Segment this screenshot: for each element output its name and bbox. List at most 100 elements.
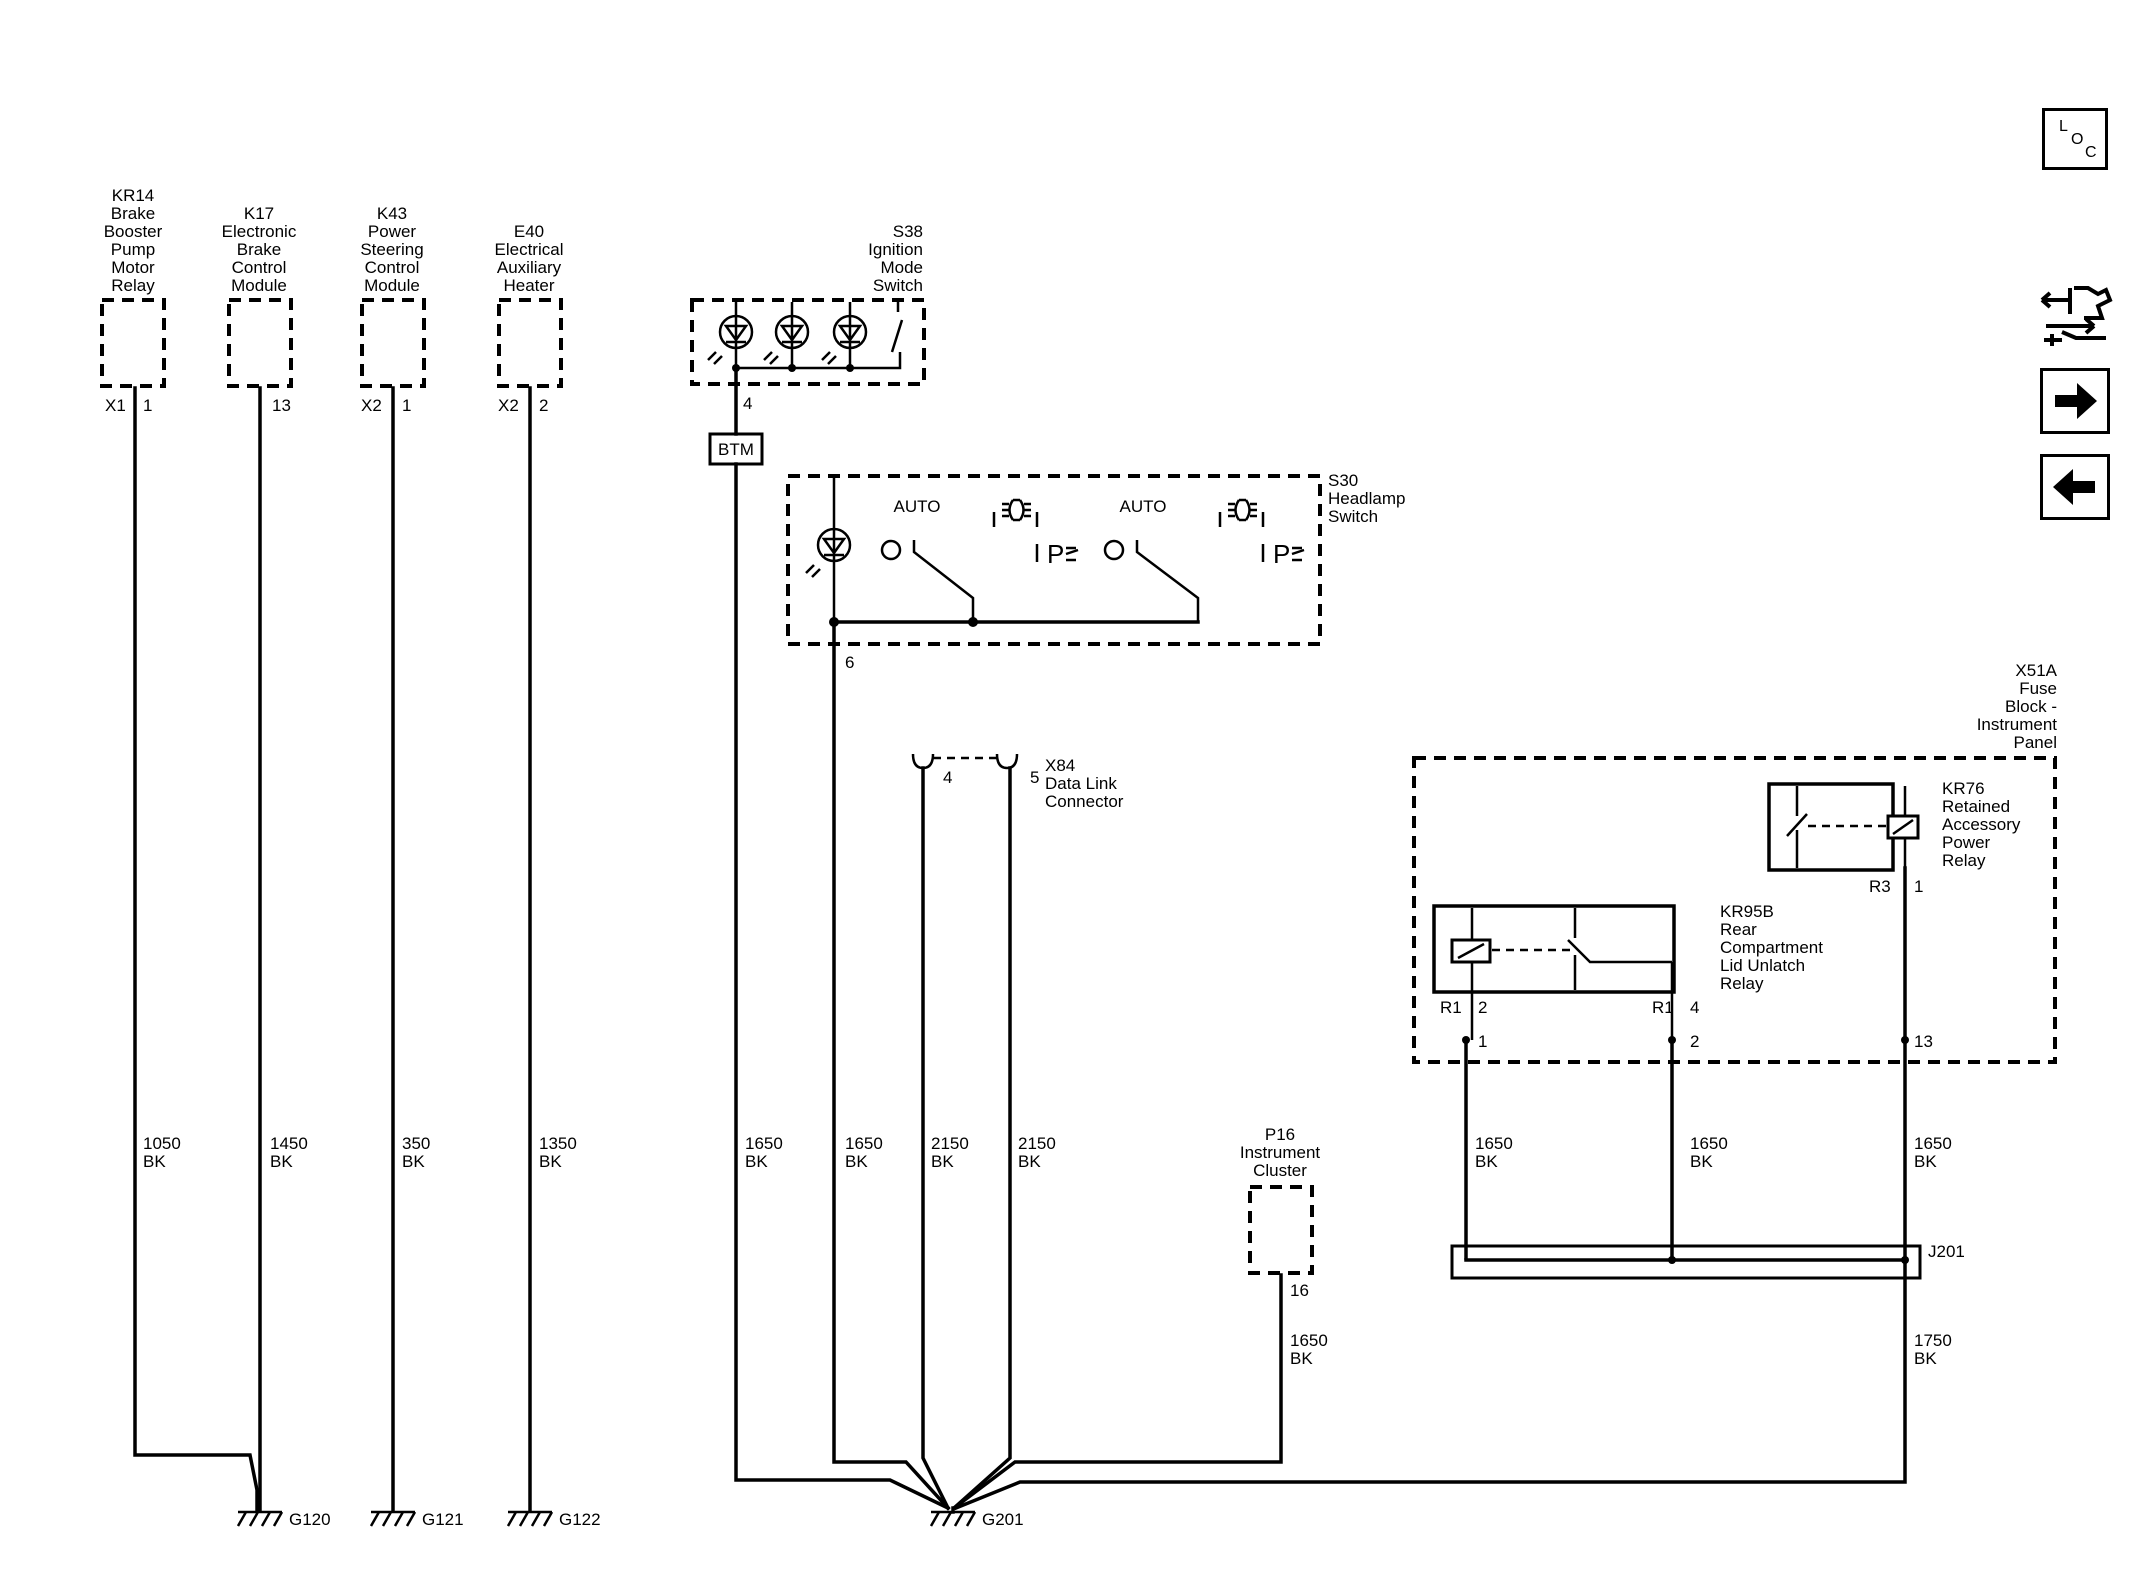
svg-text:1650: 1650 [845, 1134, 883, 1153]
svg-text:Brake: Brake [237, 240, 281, 259]
svg-text:P: P [1273, 539, 1290, 569]
svg-text:Instrument: Instrument [1977, 715, 2058, 734]
svg-text:J201: J201 [1928, 1242, 1965, 1261]
svg-text:Brake: Brake [111, 204, 155, 223]
svg-text:350: 350 [402, 1134, 430, 1153]
svg-text:BK: BK [745, 1152, 768, 1171]
wire-1650-s38 [734, 366, 951, 1511]
svg-text:X51A: X51A [2015, 661, 2057, 680]
svg-text:X84: X84 [1045, 756, 1075, 775]
ground-g122: G122 [506, 1510, 601, 1529]
svg-text:1750: 1750 [1914, 1331, 1952, 1350]
svg-text:Switch: Switch [1328, 507, 1378, 526]
svg-text:2: 2 [539, 396, 548, 415]
splice-j201: J201 [1450, 1242, 1965, 1280]
s30-indicator-led-icon [805, 527, 852, 578]
svg-text:BK: BK [1018, 1152, 1041, 1171]
relay-kr76: KR76 Retained Accessory Power Relay R3 1… [1767, 779, 2021, 1051]
next-page-button[interactable] [2040, 368, 2110, 434]
svg-text:1: 1 [1478, 1032, 1487, 1051]
service-tools-icon [2040, 286, 2113, 346]
svg-text:Fuse: Fuse [2019, 679, 2057, 698]
svg-text:2150: 2150 [1018, 1134, 1056, 1153]
switch-s30: S30 Headlamp Switch AUTO P AUTO [786, 471, 1406, 672]
svg-text:E40: E40 [514, 222, 544, 241]
svg-text:4: 4 [943, 768, 952, 787]
svg-text:AUTO: AUTO [1120, 497, 1167, 516]
svg-text:BK: BK [143, 1152, 166, 1171]
ground-g121: G121 [369, 1510, 464, 1529]
previous-page-arrow-icon [2053, 469, 2095, 505]
svg-text:Lid Unlatch: Lid Unlatch [1720, 956, 1805, 975]
module-k17: K17 Electronic Brake Control Module 13 [222, 204, 297, 415]
wire-2150-a [921, 766, 951, 1511]
svg-text:Relay: Relay [111, 276, 155, 295]
svg-text:Booster: Booster [104, 222, 163, 241]
svg-text:BK: BK [845, 1152, 868, 1171]
middle-wire-labels: 1650 BK 1650 BK 2150 BK 2150 BK [745, 1134, 1056, 1171]
svg-text:4: 4 [743, 394, 752, 413]
svg-text:R1: R1 [1652, 998, 1674, 1017]
svg-text:Data Link: Data Link [1045, 774, 1117, 793]
svg-text:Headlamp: Headlamp [1328, 489, 1406, 508]
svg-text:Control: Control [232, 258, 287, 277]
switch-s38: S38 Ignition Mode Switch 4 [690, 222, 926, 413]
svg-text:1: 1 [402, 396, 411, 415]
svg-text:S30: S30 [1328, 471, 1358, 490]
svg-text:1450: 1450 [270, 1134, 308, 1153]
svg-text:16: 16 [1290, 1281, 1309, 1300]
svg-text:BK: BK [1914, 1152, 1937, 1171]
svg-text:6: 6 [845, 653, 854, 672]
relay-kr95b: KR95B Rear Compartment Lid Unlatch Relay… [1432, 902, 1823, 1051]
svg-text:Retained: Retained [1942, 797, 2010, 816]
svg-text:Accessory: Accessory [1942, 815, 2021, 834]
kr14-box [100, 298, 166, 388]
svg-text:Panel: Panel [2014, 733, 2057, 752]
fuse-block-x51a: X51A Fuse Block - Instrument Panel [1412, 661, 2058, 1064]
wire-2150-b [951, 766, 1012, 1511]
svg-text:Electronic: Electronic [222, 222, 297, 241]
e40-box [497, 298, 563, 388]
btm-splice: BTM [708, 432, 764, 466]
svg-text:Instrument: Instrument [1240, 1143, 1321, 1162]
svg-text:G122: G122 [559, 1510, 601, 1529]
svg-text:BK: BK [1690, 1152, 1713, 1171]
svg-text:Compartment: Compartment [1720, 938, 1823, 957]
svg-text:R1: R1 [1440, 998, 1462, 1017]
svg-text:Relay: Relay [1720, 974, 1764, 993]
svg-text:BTM: BTM [718, 440, 754, 459]
svg-text:Module: Module [364, 276, 420, 295]
svg-text:G201: G201 [982, 1510, 1024, 1529]
svg-text:1050: 1050 [143, 1134, 181, 1153]
module-kr14: KR14 Brake Booster Pump Motor Relay X1 1 [100, 186, 166, 415]
svg-text:Control: Control [365, 258, 420, 277]
svg-text:13: 13 [1914, 1032, 1933, 1051]
svg-text:BK: BK [931, 1152, 954, 1171]
svg-text:1650: 1650 [1290, 1331, 1328, 1350]
svg-text:Switch: Switch [873, 276, 923, 295]
module-p16: P16 Instrument Cluster 16 1650 BK [1240, 1125, 1328, 1368]
k17-box [227, 298, 293, 388]
svg-text:Power: Power [368, 222, 417, 241]
svg-text:1: 1 [1914, 877, 1923, 896]
svg-text:5: 5 [1030, 768, 1039, 787]
svg-text:Module: Module [231, 276, 287, 295]
svg-text:1650: 1650 [1690, 1134, 1728, 1153]
svg-text:1650: 1650 [1914, 1134, 1952, 1153]
svg-text:13: 13 [272, 396, 291, 415]
kr14-id: KR14 [112, 186, 155, 205]
connector-x84: X84 Data Link Connector 4 5 [911, 753, 1124, 811]
wire-1050 [133, 386, 259, 1512]
svg-text:BK: BK [1475, 1152, 1498, 1171]
svg-text:Relay: Relay [1942, 851, 1986, 870]
previous-page-button[interactable] [2040, 454, 2110, 520]
component-locator-button[interactable]: L O C [2042, 108, 2108, 170]
svg-text:1350: 1350 [539, 1134, 577, 1153]
s38-indicator-led-icon [763, 314, 810, 365]
svg-text:Electrical: Electrical [495, 240, 564, 259]
s38-indicator-led-icon [821, 314, 868, 365]
s38-indicator-led-icon [707, 314, 754, 365]
module-e40: E40 Electrical Auxiliary Heater X2 2 [495, 222, 564, 415]
service-tools-button[interactable] [2036, 278, 2114, 350]
